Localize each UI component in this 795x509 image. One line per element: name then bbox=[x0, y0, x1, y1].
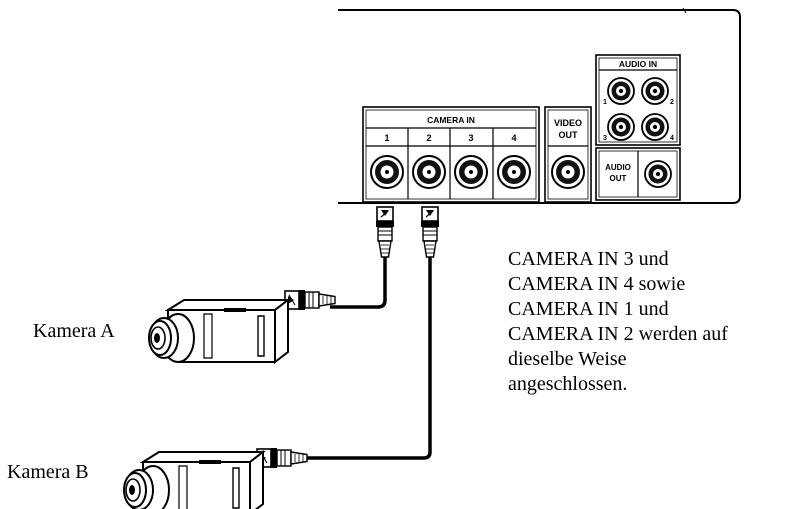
audio-in-panel: AUDIO IN 1 2 3 4 bbox=[595, 54, 681, 146]
cable-a bbox=[284, 206, 395, 311]
device-rear-panel bbox=[338, 7, 741, 204]
audio-in-label: AUDIO IN bbox=[619, 59, 657, 69]
camera-in-label: CAMERA IN bbox=[427, 115, 475, 125]
camera-in-port-2-label: 2 bbox=[426, 133, 431, 143]
video-out-label-line2: OUT bbox=[559, 130, 579, 140]
audio-out-panel: AUDIO OUT bbox=[595, 147, 681, 201]
bnc-jack-icon[interactable] bbox=[412, 155, 446, 189]
audio-in-port-2-label: 2 bbox=[670, 99, 674, 106]
bnc-jack-icon[interactable] bbox=[454, 155, 488, 189]
audio-out-label-line1: AUDIO bbox=[605, 163, 631, 172]
camera-in-port-4-label: 4 bbox=[511, 133, 516, 143]
connection-note: CAMERA IN 3 und CAMERA IN 4 sowie CAMERA… bbox=[508, 248, 728, 395]
bnc-plug-icon bbox=[284, 289, 336, 311]
camera-icon bbox=[148, 299, 289, 363]
camera-in-port-1-label: 1 bbox=[384, 133, 389, 143]
rca-jack-icon[interactable] bbox=[644, 160, 672, 188]
rca-jack-icon[interactable] bbox=[641, 113, 669, 141]
rca-jack-icon[interactable] bbox=[641, 77, 669, 105]
bnc-plug-icon bbox=[420, 206, 440, 258]
audio-out-label-line2: OUT bbox=[610, 174, 627, 183]
camera-in-port-3-label: 3 bbox=[468, 133, 473, 143]
bnc-plug-icon bbox=[375, 206, 395, 258]
camera-a-label: Kamera A bbox=[33, 320, 115, 342]
rca-jack-icon[interactable] bbox=[607, 77, 635, 105]
cable-b bbox=[256, 206, 440, 469]
bnc-jack-icon[interactable] bbox=[370, 155, 404, 189]
bnc-jack-icon[interactable] bbox=[551, 155, 585, 189]
rca-jack-icon[interactable] bbox=[607, 113, 635, 141]
audio-in-port-1-label: 1 bbox=[603, 99, 607, 106]
camera-b-label: Kamera B bbox=[7, 461, 89, 483]
audio-in-port-3-label: 3 bbox=[603, 135, 607, 142]
camera-icon bbox=[123, 451, 264, 509]
bnc-jack-icon[interactable] bbox=[497, 155, 531, 189]
audio-in-port-4-label: 4 bbox=[670, 135, 674, 142]
video-out-label-line1: VIDEO bbox=[554, 118, 582, 128]
camera-in-panel: CAMERA IN 1 2 3 4 bbox=[362, 106, 540, 203]
video-out-panel: VIDEO OUT bbox=[544, 106, 592, 203]
